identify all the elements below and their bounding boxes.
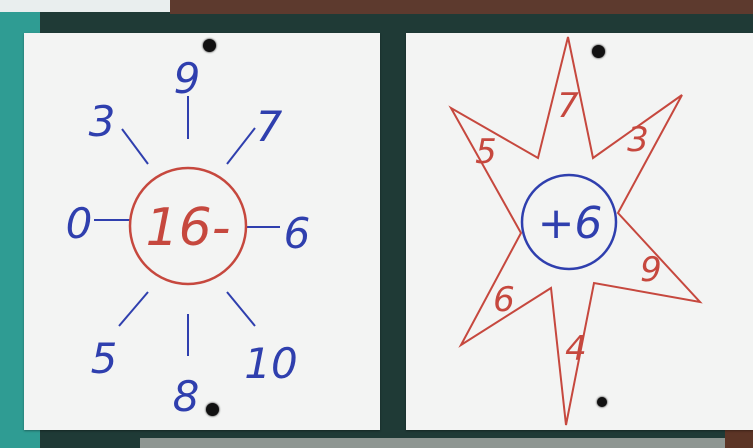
star-point-number: 4 — [565, 329, 587, 369]
spoke-number: 10 — [244, 339, 297, 388]
magnet-bottom — [597, 397, 607, 407]
spoke-number: 7 — [256, 102, 283, 151]
spoke-number: 5 — [91, 334, 118, 383]
background-corner — [0, 0, 175, 12]
board-frame-top — [170, 0, 753, 14]
spoke-number: 3 — [89, 97, 116, 146]
magnet-top — [203, 39, 216, 52]
star-point-number: 5 — [475, 132, 497, 172]
star-diagram: +6 7 3 9 4 6 5 — [448, 36, 703, 426]
subtraction-card: 16- 9 7 6 10 8 5 0 3 — [24, 33, 380, 430]
spoke-number: 9 — [174, 54, 201, 103]
center-label: 16- — [146, 198, 231, 258]
star-point-number: 9 — [640, 250, 662, 290]
magnet-bottom — [206, 403, 219, 416]
star-point-number: 3 — [627, 120, 649, 160]
spoke-number: 6 — [284, 209, 311, 258]
magnet-top — [592, 45, 605, 58]
addition-card: +6 7 3 9 4 6 5 — [406, 33, 753, 430]
center-label: +6 — [538, 198, 603, 249]
board-ledge — [140, 438, 753, 448]
spoke-number: 8 — [173, 372, 200, 421]
star-point-number: 6 — [493, 280, 515, 320]
spoke-number: 0 — [66, 199, 93, 248]
sun-diagram: 16- 9 7 6 10 8 5 0 3 — [66, 54, 311, 421]
star-point-number: 7 — [557, 86, 579, 126]
